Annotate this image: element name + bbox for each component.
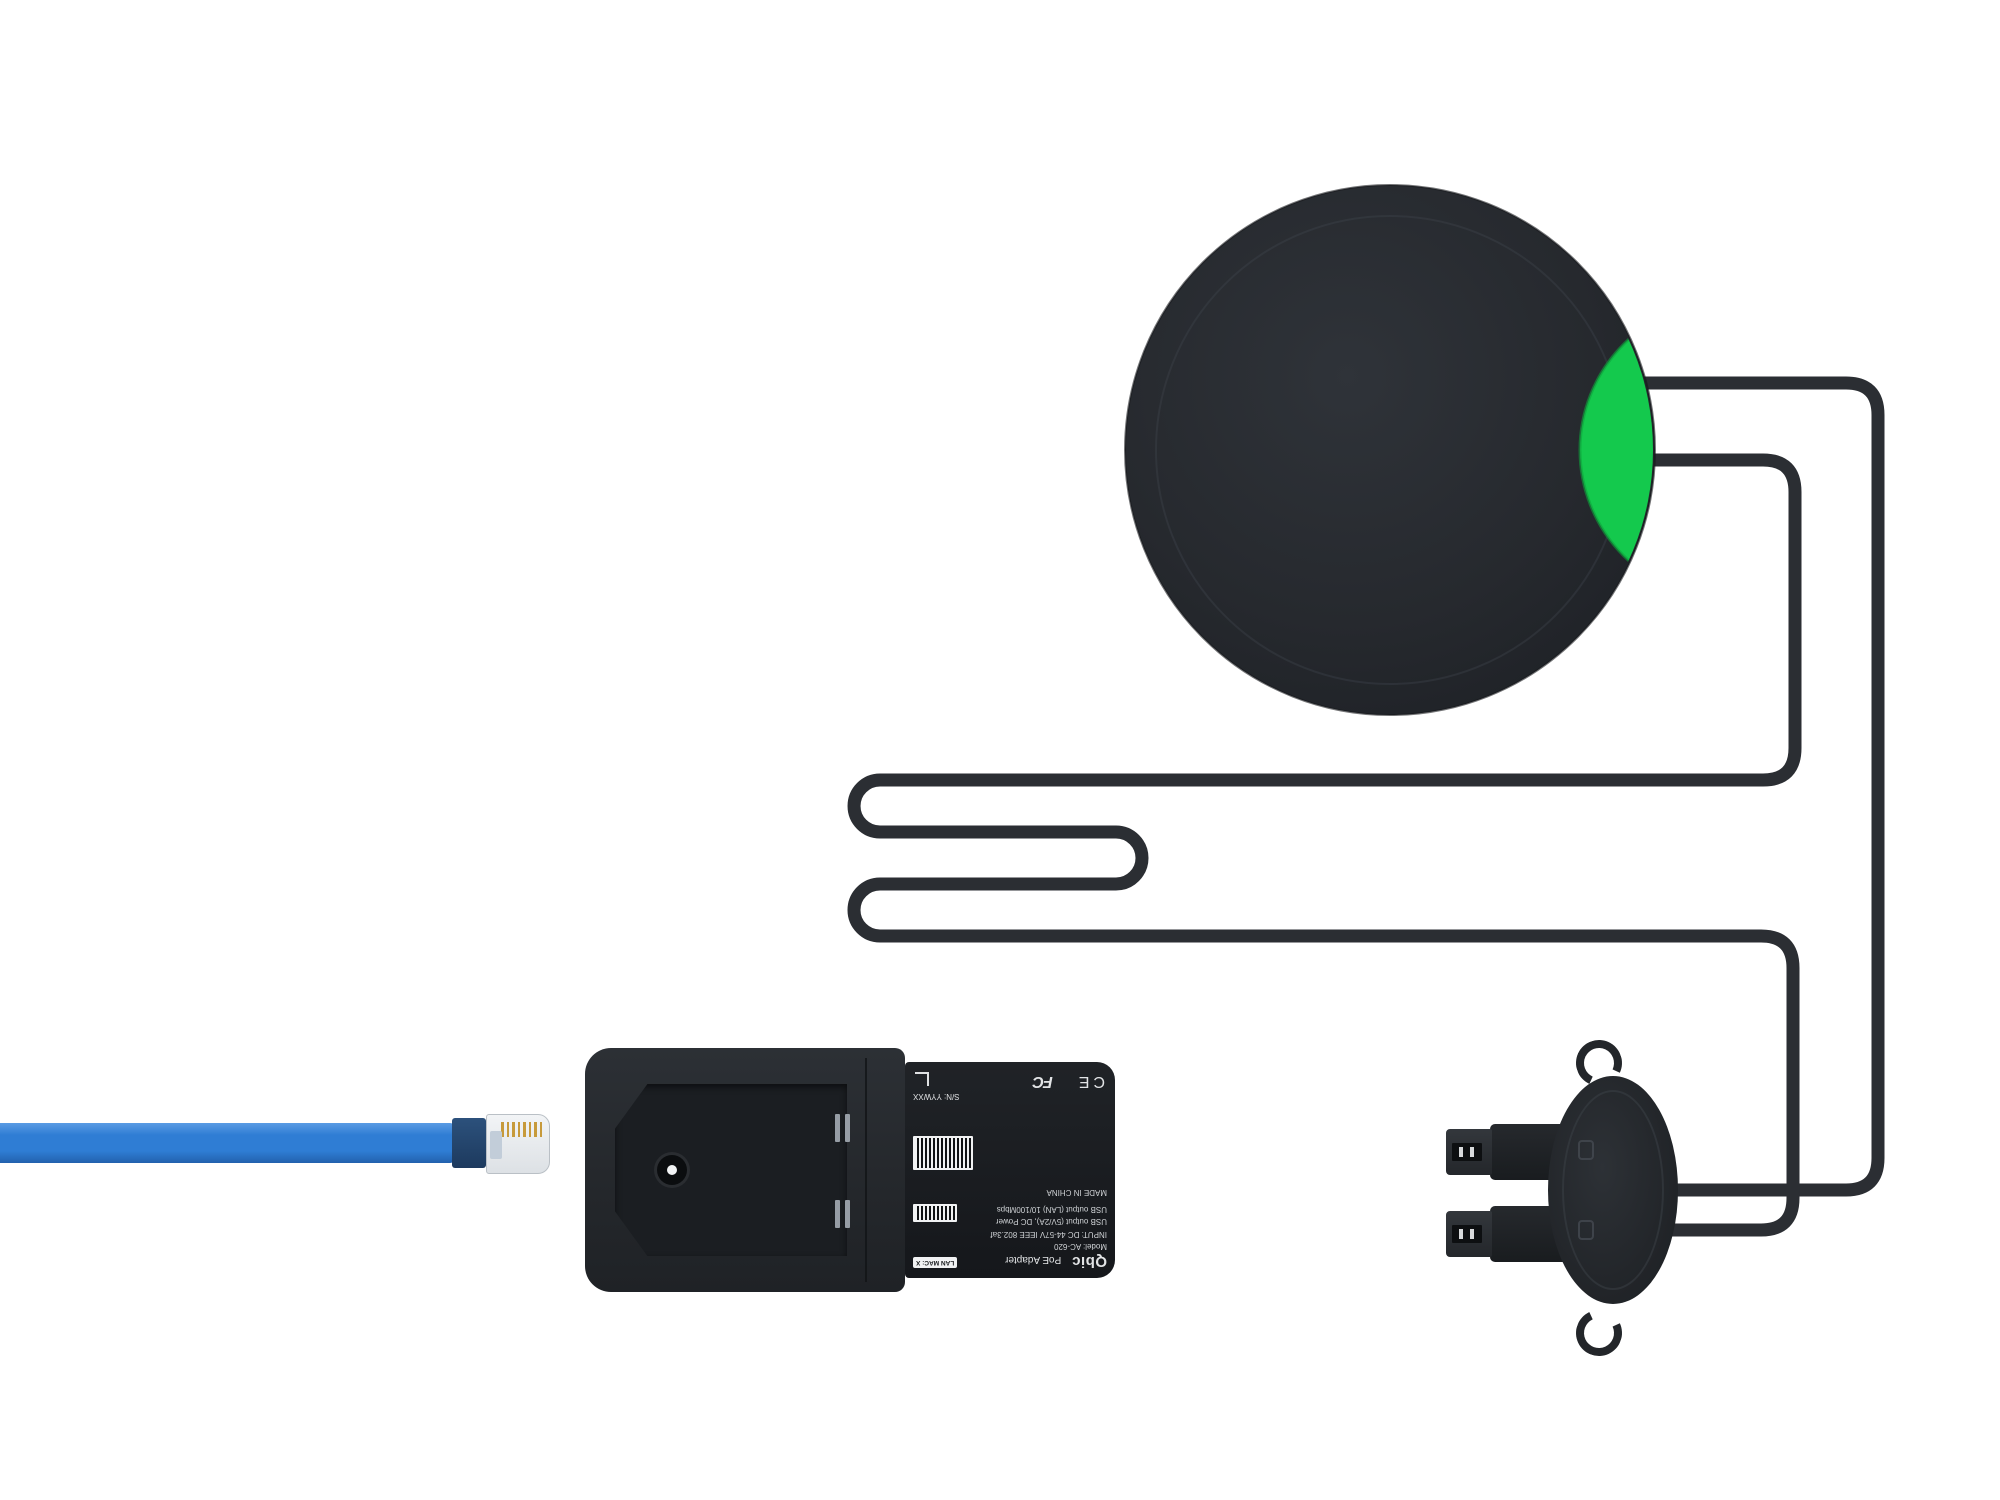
usb-lan-spec-line: USB output (LAN) 10/100Mbps: [996, 1204, 1107, 1214]
power-cable-outer-run: [1633, 376, 1885, 1197]
model-line: Model: AC-620: [1054, 1242, 1107, 1251]
contact-pins-top: [835, 1114, 851, 1142]
product-name: PoE Adapter: [1005, 1254, 1062, 1265]
rj45-coupler-recess: [615, 1084, 847, 1256]
housing-seam: [865, 1058, 867, 1282]
serial-number: S/N: YYWXX: [913, 1092, 960, 1102]
status-indicator: [1580, 300, 1653, 600]
rj45-connector: [486, 1114, 550, 1174]
label-corner-symbol: [915, 1072, 929, 1086]
brand-logo: Qbic: [1071, 1253, 1107, 1270]
mounting-hole: [657, 1155, 687, 1185]
lan-mac-badge: LAN MAC: X: [913, 1257, 958, 1268]
usb-plug-bottom-metal-tip: [1446, 1211, 1492, 1257]
rj45-gold-pins: [501, 1122, 542, 1137]
label-codes-column: LAN MAC: X S/N: YYWXX: [913, 1090, 979, 1270]
usb-power-spec-line: USB output (5V/2A), DC Power: [995, 1217, 1107, 1227]
status-indicator-edge: [1578, 298, 1653, 602]
adapter-label: Qbic PoE Adapter Model: AC-620 INPUT: DC…: [913, 1070, 1107, 1270]
grommet-screw-top: [1578, 1140, 1594, 1160]
poe-adapter-body: [585, 1048, 905, 1292]
rj45-cable-window: [490, 1131, 502, 1159]
smart-device-puck: [1124, 184, 1656, 716]
poe-adapter-label-section: Qbic PoE Adapter Model: AC-620 INPUT: DC…: [905, 1062, 1115, 1278]
barcode-small: [913, 1204, 957, 1223]
usb-plug-top-metal-tip: [1446, 1129, 1492, 1175]
brand-row: Qbic PoE Adapter: [987, 1252, 1107, 1270]
grommet-inner-ring: [1562, 1090, 1664, 1290]
ethernet-cable-boot: [452, 1118, 486, 1168]
ethernet-cable: [0, 1123, 454, 1163]
usb-plug-top-slot: [1452, 1143, 1482, 1161]
usb-plug-bottom-slot: [1452, 1225, 1482, 1243]
fcc-mark: FC: [1033, 1073, 1053, 1090]
input-spec-line: INPUT: DC 44-57V IEEE 802.3af: [990, 1229, 1108, 1239]
ce-mark: CE: [1074, 1073, 1105, 1090]
power-cable-serpentine-run: [847, 453, 1802, 1237]
contact-pins-bottom: [835, 1200, 851, 1228]
mounting-hole-center: [667, 1165, 677, 1175]
puck-edge: [1124, 184, 1656, 716]
grommet-screw-bottom: [1578, 1220, 1594, 1240]
certification-marks: CE FC: [913, 1070, 1107, 1090]
puck-body: [1125, 185, 1655, 715]
made-in-line: MADE IN CHINA: [1046, 1188, 1107, 1198]
cable-grommet: [1548, 1076, 1678, 1304]
barcode-large: [913, 1135, 973, 1170]
